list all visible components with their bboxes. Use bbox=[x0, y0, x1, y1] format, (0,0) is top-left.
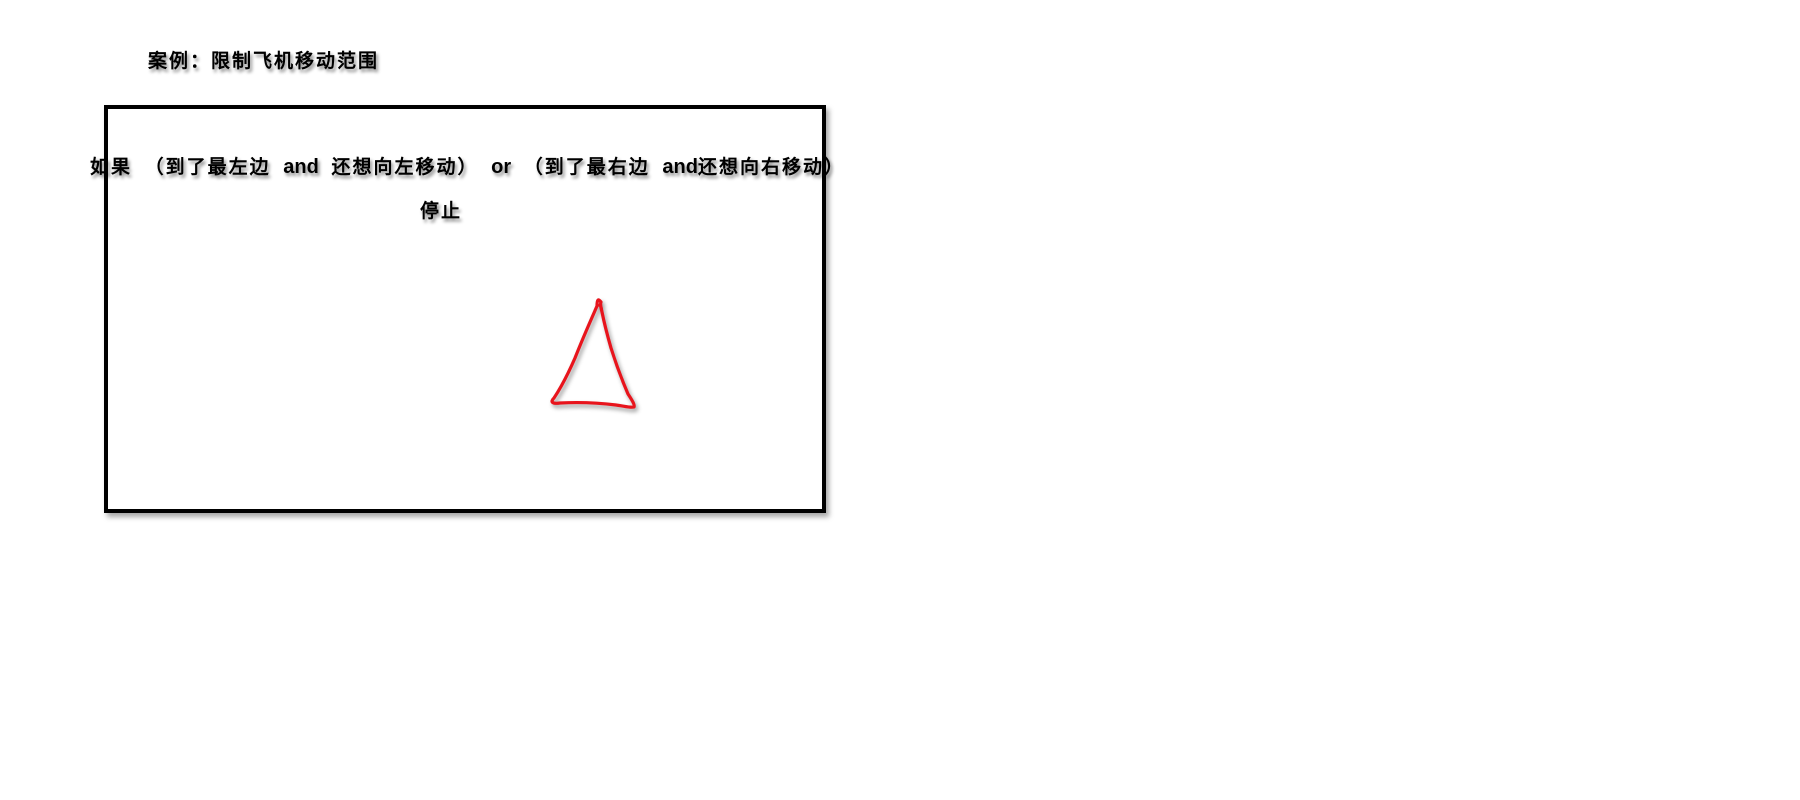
condition-and-left: and bbox=[283, 156, 319, 178]
page-title: 案例：限制飞机移动范围 bbox=[148, 50, 380, 72]
condition-left-clause-end: 还想向左移动） bbox=[331, 156, 479, 178]
condition-right-clause-end: 还想向右移动） bbox=[697, 156, 845, 178]
condition-if: 如果 bbox=[90, 156, 133, 178]
movement-boundary-frame bbox=[104, 105, 826, 513]
plane-stroke-detail bbox=[595, 304, 604, 314]
condition-right-clause: （到了最右边 bbox=[523, 156, 650, 178]
plane-triangle-icon bbox=[550, 298, 636, 409]
condition-or: or bbox=[491, 156, 512, 178]
condition-and-right: and bbox=[662, 156, 698, 178]
condition-left-clause: （到了最左边 bbox=[144, 156, 271, 178]
plane-outline bbox=[550, 298, 636, 409]
condition-text: 如果 （到了最左边 and 还想向左移动） or （到了最右边 and还想向右移… bbox=[90, 152, 845, 179]
action-text: 停止 bbox=[420, 200, 463, 222]
